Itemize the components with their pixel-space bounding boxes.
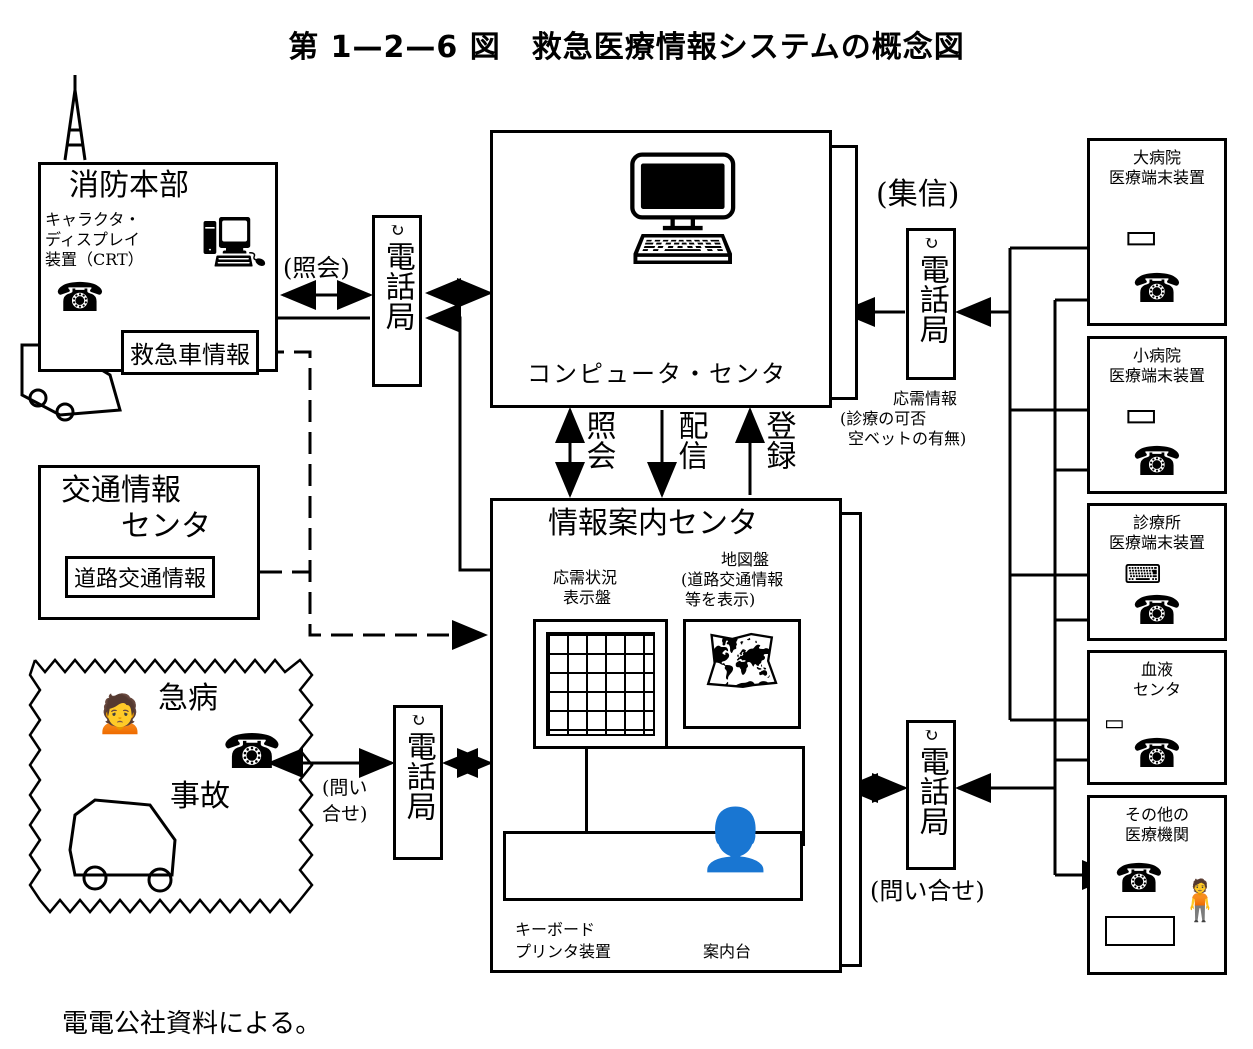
car-icon <box>68 798 177 893</box>
fire-hq-title: 消防本部 <box>69 168 189 203</box>
radio-tower-icon <box>63 75 87 161</box>
status-board-label-2: 表示盤 <box>563 588 612 607</box>
crt-terminal-icon: 🖳 <box>201 214 268 272</box>
traffic-center-title-2: センタ <box>121 509 211 544</box>
facility-name-1: 大病院 <box>1132 148 1181 167</box>
crt-label-2: ディスプレイ <box>45 230 140 249</box>
illness-label: 急病 <box>158 681 218 716</box>
accident-label: 事故 <box>170 779 230 814</box>
crt-label-1: キャラクタ・ <box>45 210 141 229</box>
facility-type-1: 医療端末装置 <box>1108 168 1205 187</box>
response-info-title: 応需情報 <box>893 389 958 408</box>
medical-terminal-icon: ▭ <box>1104 711 1125 736</box>
facility-name-4: 血液 <box>1140 660 1173 679</box>
link-registration-label: 登録 <box>760 410 796 470</box>
facility-other: その他の 医療機関 ☎ 🧍 <box>1087 795 1227 975</box>
facility-name-2: 小病院 <box>1132 346 1181 365</box>
printer-label: プリンタ装置 <box>515 942 612 961</box>
phone-office-fire: ↻ 電話局 <box>372 215 422 387</box>
keyboard-label: キーボード <box>515 920 596 939</box>
telephone-icon: ☎ <box>1132 731 1182 777</box>
facility-type-2: 医療端末装置 <box>1108 366 1205 385</box>
guide-desk-label: 案内台 <box>703 942 752 961</box>
phone-office-icon: ↻ <box>389 220 405 241</box>
medical-terminal-icon: ⌨ <box>1124 560 1162 590</box>
telephone-icon: ☎ <box>222 724 282 780</box>
info-center-side <box>842 512 862 967</box>
link-delivery-label: 配信 <box>672 410 708 470</box>
inquiry-label-top: (照会) <box>283 254 350 282</box>
info-center-panel: 情報案内センタ 応需状況 表示盤 地図盤 (道路交通情報 等を表示) 🗺 👤 キ… <box>490 498 842 973</box>
inquiry-label-left-1: (問い <box>322 777 368 799</box>
telephone-icon: ☎ <box>1114 856 1164 902</box>
computer-center-title: コンピュータ・センタ <box>527 360 787 388</box>
medical-terminal-icon: ▭ <box>1124 216 1159 257</box>
map-board-label-3: 等を表示) <box>685 590 756 609</box>
info-center-title: 情報案内センタ <box>548 506 758 541</box>
computer-center-panel: 🖥 コンピュータ・センタ <box>490 130 832 408</box>
crt-label-3: 装置（CRT） <box>45 250 144 269</box>
facility-clinic: 診療所 医療端末装置 ⌨ ☎ <box>1087 503 1227 641</box>
traffic-center-panel: 交通情報 センタ 道路交通情報 <box>38 465 260 620</box>
facility-small-hospital: 小病院 医療端末装置 ▭ ☎ <box>1087 336 1227 494</box>
facility-name-3: 診療所 <box>1132 513 1181 532</box>
inquiry-label-left-2: 合せ) <box>322 803 368 825</box>
patient-figure-icon: 🙍 <box>95 690 145 736</box>
operator-figure-icon: 👤 <box>698 805 773 875</box>
control-console <box>585 746 805 846</box>
telephone-icon: ☎ <box>1132 588 1182 634</box>
phone-office-inquiry: ↻ 電話局 <box>906 720 956 870</box>
scene-border <box>28 658 314 914</box>
phone-office-collection: ↻ 電話局 <box>906 228 956 380</box>
computer-center-side <box>832 145 858 400</box>
fire-hq-panel: 消防本部 キャラクタ・ ディスプレイ 装置（CRT） ☎ 🖳 救急車情報 <box>38 162 278 375</box>
map-icon: 🗺 <box>704 626 781 696</box>
keyboard-printer-desk <box>503 831 803 901</box>
phone-office-label: 電話局 <box>400 730 436 821</box>
map-board-screen: 🗺 <box>683 619 801 729</box>
telephone-icon: ☎ <box>1132 439 1182 485</box>
telephone-icon: ☎ <box>1132 266 1182 312</box>
telephone-icon: ☎ <box>55 275 105 321</box>
medical-terminal-icon: ▭ <box>1124 394 1159 435</box>
map-board-label-1: 地図盤 <box>721 550 770 569</box>
facility-blood-center: 血液 センタ ▭ ☎ <box>1087 650 1227 785</box>
desk-icon <box>1105 916 1175 946</box>
road-traffic-info-tag: 道路交通情報 <box>65 556 216 598</box>
response-info-line-1: (診療の可否 <box>840 409 927 428</box>
phone-office-label: 電話局 <box>913 745 949 836</box>
facility-large-hospital: 大病院 医療端末装置 ▭ ☎ <box>1087 138 1227 326</box>
facility-name-5: その他の <box>1124 805 1189 824</box>
traffic-center-title-1: 交通情報 <box>61 473 181 508</box>
facility-type-3: 医療端末装置 <box>1108 533 1205 552</box>
staff-figure-icon: 🧍 <box>1175 878 1225 924</box>
status-board-grid <box>533 619 668 749</box>
map-board-label-2: (道路交通情報 <box>681 570 784 589</box>
facility-type-5: 医療機関 <box>1124 825 1189 844</box>
mainframe-icon: 🖥 <box>613 144 753 272</box>
collection-label: (集信) <box>876 177 960 212</box>
figure-title: 第 1—2—6 図 救急医療情報システムの概念図 <box>288 30 965 65</box>
phone-office-icon: ↻ <box>923 233 939 254</box>
phone-office-icon: ↻ <box>923 725 939 746</box>
ambulance-info-tag: 救急車情報 <box>121 330 259 375</box>
facility-type-4: センタ <box>1132 680 1181 699</box>
phone-office-icon: ↻ <box>410 710 426 731</box>
phone-office-label: 電話局 <box>913 253 949 344</box>
status-board-label-1: 応需状況 <box>553 568 618 587</box>
response-info-line-2: 空ベットの有無) <box>848 429 967 448</box>
phone-office-scene: ↻ 電話局 <box>393 705 443 860</box>
inquiry-label-right: (問い合せ) <box>870 877 985 905</box>
source-note: 電電公社資料による。 <box>62 1009 322 1039</box>
link-inquiry-label: 照会 <box>580 410 616 470</box>
phone-office-label: 電話局 <box>379 240 415 331</box>
